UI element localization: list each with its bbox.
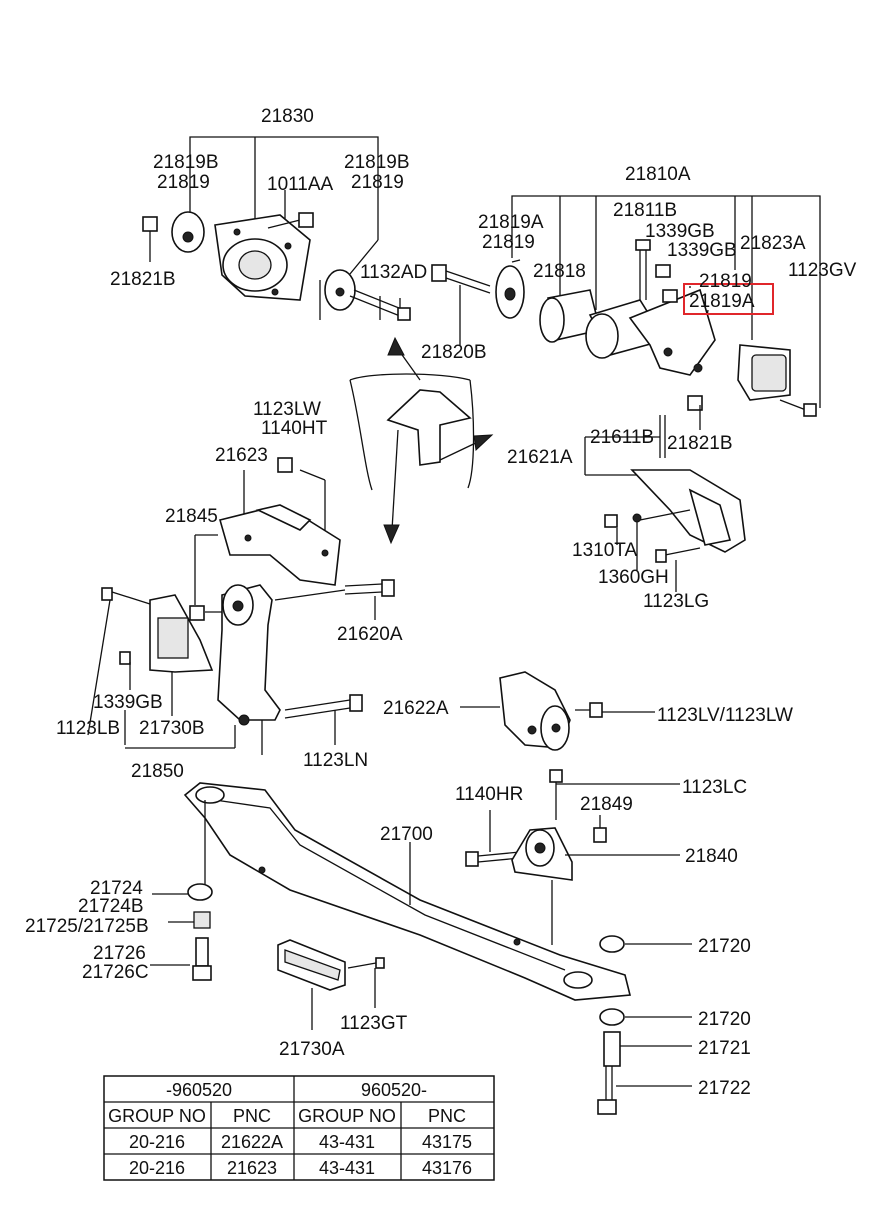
- label-21819a-highlighted: 21819A: [689, 291, 755, 312]
- label-1011aa: 1011AA: [267, 174, 334, 195]
- label-21819-mid: 21819: [699, 271, 752, 292]
- bolt-21820b: [431, 264, 491, 345]
- label-1123lb: 1123LB: [56, 718, 120, 739]
- label-21819-top: 21819: [482, 232, 535, 253]
- mount-assembly-21810a: [495, 195, 821, 417]
- label-1140hr: 1140HR: [455, 784, 523, 805]
- table-cell: 43175: [422, 1132, 472, 1152]
- label-1123lg: 1123LG: [643, 591, 709, 612]
- label-1123gt: 1123GT: [340, 1013, 408, 1034]
- bushing-stack-left: [150, 800, 213, 981]
- label-21823a: 21823A: [740, 233, 806, 254]
- callout-labels: 21830 21819B 21819 1011AA 21819B 21819 2…: [25, 106, 857, 1099]
- label-21819-right: 21819: [351, 172, 404, 193]
- highlight-box: [683, 283, 774, 315]
- label-21819b-left: 21819B: [153, 152, 219, 173]
- label-1123lv-1123lw: 1123LV/1123LW: [657, 705, 793, 726]
- table-header-group-2: GROUP NO: [298, 1106, 396, 1126]
- label-21730b: 21730B: [139, 718, 205, 739]
- label-1132ad: 1132AD: [360, 262, 427, 283]
- label-21850: 21850: [131, 761, 184, 782]
- table-header-pnc-1: PNC: [233, 1106, 271, 1126]
- label-1123lw: 1123LW: [253, 399, 321, 420]
- label-21623: 21623: [215, 445, 268, 466]
- label-1310ta: 1310TA: [572, 540, 637, 561]
- table-header-group-1: GROUP NO: [108, 1106, 206, 1126]
- label-21810a: 21810A: [625, 164, 691, 185]
- label-21724: 21724: [90, 878, 143, 899]
- bracket-21730a: [277, 939, 385, 1030]
- label-21722: 21722: [698, 1078, 751, 1099]
- label-21811b: 21811B: [613, 200, 677, 221]
- label-21821b-left: 21821B: [110, 269, 176, 290]
- table-cell: 21623: [227, 1158, 277, 1178]
- bracket-21622a: [460, 671, 680, 945]
- label-21818: 21818: [533, 261, 586, 282]
- table-cell: 43176: [422, 1158, 472, 1178]
- label-21821b-right: 21821B: [667, 433, 733, 454]
- bushing-stack-right: [597, 935, 692, 1115]
- pnc-table: -960520 960520- GROUP NO PNC GROUP NO PN…: [103, 1075, 495, 1181]
- table-cell: 43-431: [319, 1158, 375, 1178]
- label-21611b: 21611B: [590, 427, 654, 448]
- label-21726c: 21726C: [82, 962, 149, 983]
- table-cell: 20-216: [129, 1158, 185, 1178]
- leader-lines: [319, 259, 701, 430]
- table-range-right: 960520-: [361, 1080, 427, 1100]
- mount-21620a: [87, 534, 395, 755]
- label-21819b-right: 21819B: [344, 152, 410, 173]
- label-1339gb-c: 1339GB: [93, 692, 163, 713]
- label-21819a-top: 21819A: [478, 212, 544, 233]
- bracket-21621a: [584, 415, 746, 592]
- label-21721: 21721: [698, 1038, 751, 1059]
- label-21725-21725b: 21725/21725B: [25, 916, 149, 937]
- label-21820b: 21820B: [421, 342, 487, 363]
- label-21720-a: 21720: [698, 936, 751, 957]
- label-21726: 21726: [93, 943, 146, 964]
- table-cell: 21622A: [221, 1132, 283, 1152]
- label-1339gb-a: 1339GB: [645, 221, 715, 242]
- table-cell: 20-216: [129, 1132, 185, 1152]
- table-header-pnc-2: PNC: [428, 1106, 466, 1126]
- label-21620a: 21620A: [337, 624, 403, 645]
- label-1140ht: 1140HT: [261, 418, 328, 439]
- label-21819-left: 21819: [157, 172, 210, 193]
- label-1339gb-b: 1339GB: [667, 240, 737, 261]
- orientation-arrows: [349, 336, 494, 545]
- label-21700: 21700: [380, 824, 433, 845]
- label-21720-b: 21720: [698, 1009, 751, 1030]
- label-1360gh: 1360GH: [598, 567, 669, 588]
- label-21845: 21845: [165, 506, 218, 527]
- label-21730a: 21730A: [279, 1039, 345, 1060]
- label-1123lc: 1123LC: [682, 777, 747, 798]
- table-range-left: -960520: [166, 1080, 232, 1100]
- table-cell: 43-431: [319, 1132, 375, 1152]
- label-21622a: 21622A: [383, 698, 449, 719]
- label-21830: 21830: [261, 106, 314, 127]
- bracket-21623: [219, 457, 341, 586]
- mount-assembly-21830: [142, 136, 411, 321]
- label-21840: 21840: [685, 846, 738, 867]
- label-21621a: 21621A: [507, 447, 573, 468]
- label-1123ln: 1123LN: [303, 750, 368, 771]
- label-21724b: 21724B: [78, 896, 144, 917]
- label-21849: 21849: [580, 794, 633, 815]
- crossmember-21700: [183, 782, 632, 1001]
- label-1123gv: 1123GV: [788, 260, 857, 281]
